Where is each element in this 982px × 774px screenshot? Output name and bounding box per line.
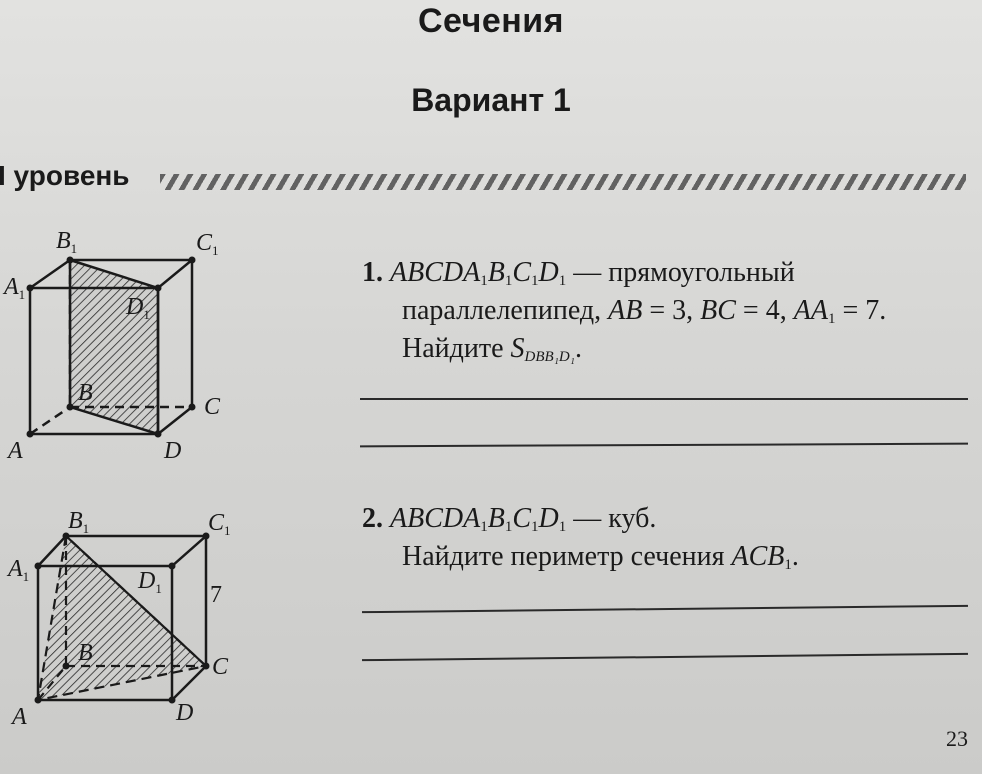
label-a1: A1	[2, 274, 25, 302]
label-d1: D1	[125, 294, 150, 322]
problem-1-line3: Найдите SDBB₁D₁.	[402, 333, 582, 365]
label-c1: C1	[208, 510, 231, 538]
label-b1: B1	[56, 228, 77, 256]
label-d1: D1	[137, 568, 162, 596]
label-c1: C1	[196, 230, 219, 258]
problem-1-line1: 1. ABCDA1B1C1D1 — прямоугольный	[362, 257, 795, 289]
level-stripe-decoration	[160, 174, 966, 190]
label-c: C	[204, 394, 221, 420]
label-b1: B1	[68, 508, 89, 536]
problem-2: 2. ABCDA1B1C1D1 — куб. Найдите периметр …	[362, 500, 962, 576]
figure-cube: B1 C1 A1 D1 7 B C A D	[0, 502, 260, 732]
label-b: B	[78, 640, 93, 666]
label-a1: A1	[6, 556, 29, 584]
level-bar: I уровень	[0, 160, 982, 200]
figure-parallelepiped: B1 C1 A1 D1 B C A D	[0, 222, 260, 472]
label-b: B	[78, 380, 93, 406]
answer-line-1b[interactable]	[359, 442, 969, 448]
problem-1: 1. ABCDA1B1C1D1 — прямоугольный параллел…	[362, 254, 972, 368]
edge-length-label: 7	[210, 582, 222, 608]
answer-line-2b[interactable]	[362, 652, 968, 662]
variant-title: Вариант 1	[411, 82, 571, 118]
problem-2-line2: Найдите периметр сечения ACB1.	[402, 541, 799, 573]
label-d: D	[163, 438, 181, 464]
section-dbb1d1	[68, 258, 160, 436]
level-label: I уровень	[0, 160, 130, 191]
label-d: D	[175, 700, 193, 726]
problem-1-line2: параллелепипед, AB = 3, BC = 4, AA1 = 7.	[402, 295, 887, 327]
section-acb1	[36, 533, 209, 702]
answer-line-2a[interactable]	[362, 604, 968, 614]
page-number: 23	[946, 726, 968, 751]
answer-line-1a[interactable]	[360, 398, 968, 400]
problem-2-line1: 2. ABCDA1B1C1D1 — куб.	[362, 503, 657, 535]
label-a: A	[10, 704, 27, 730]
label-c: C	[212, 654, 229, 680]
page-title: Сечения	[417, 2, 565, 40]
label-a: A	[6, 438, 23, 464]
